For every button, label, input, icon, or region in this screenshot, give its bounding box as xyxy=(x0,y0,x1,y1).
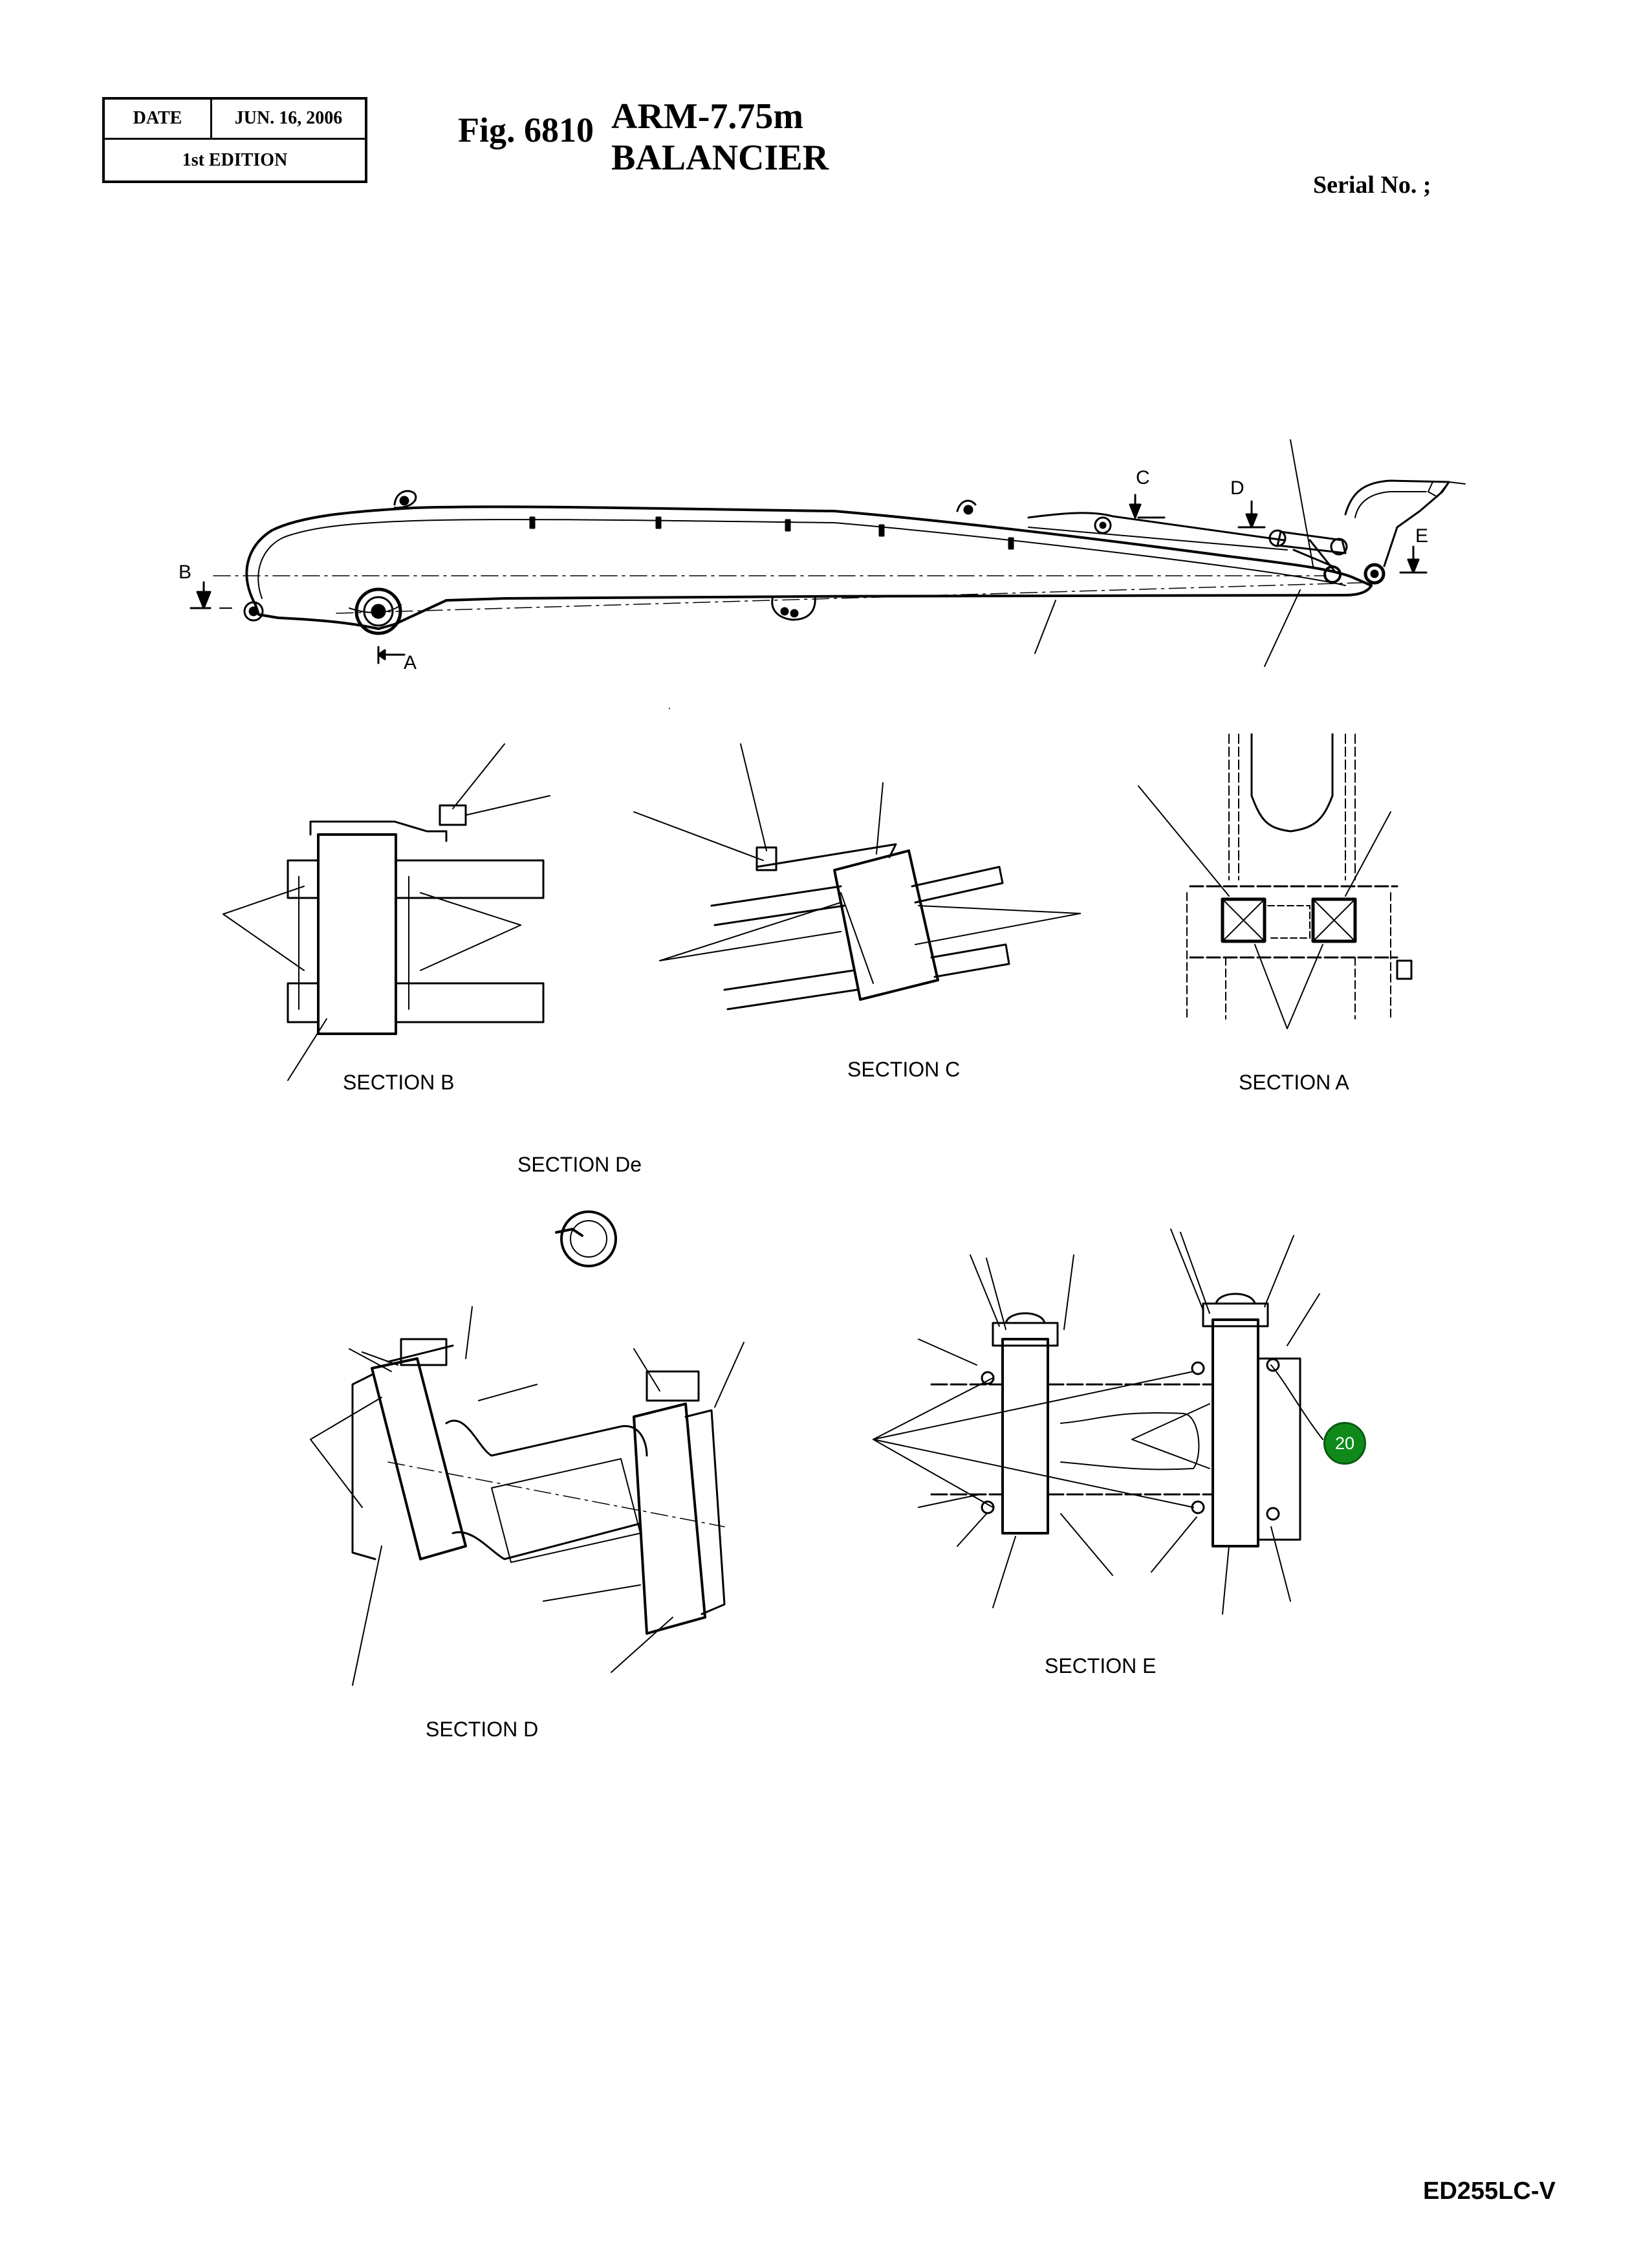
edition-label: 1st EDITION xyxy=(182,150,288,170)
model-code: ED255LC-V xyxy=(1423,2178,1556,2205)
section-e-drawing xyxy=(873,1229,1323,1615)
date-label: DATE xyxy=(105,100,212,138)
section-de-label: SECTION De xyxy=(517,1153,642,1176)
view-mark-d: D xyxy=(1230,477,1244,499)
section-b-drawing xyxy=(223,743,550,1081)
date-row: DATE JUN. 16, 2006 xyxy=(105,100,365,140)
section-a-label: SECTION A xyxy=(1239,1071,1349,1094)
arm-elevation xyxy=(190,439,1466,709)
view-mark-a: A xyxy=(404,652,417,673)
view-mark-c: C xyxy=(1136,467,1150,488)
date-edition-box: DATE JUN. 16, 2006 1st EDITION xyxy=(102,97,367,183)
date-value: JUN. 16, 2006 xyxy=(234,108,343,128)
view-mark-b: B xyxy=(179,562,192,583)
part-callout-marker[interactable]: 20 xyxy=(1323,1422,1366,1465)
section-d-drawing xyxy=(310,1306,744,1686)
section-de-drawing xyxy=(555,1210,617,1267)
view-mark-e: E xyxy=(1415,525,1429,547)
figure-title-english: ARM-7.75m xyxy=(611,96,804,137)
figure-title-french: BALANCIER xyxy=(611,138,829,178)
section-a-drawing xyxy=(1138,733,1413,1029)
section-c-drawing xyxy=(633,743,1081,1010)
section-d-label: SECTION D xyxy=(426,1718,539,1741)
figure-number: Fig. 6810 xyxy=(458,111,594,149)
section-e-label: SECTION E xyxy=(1045,1654,1157,1677)
section-c-label: SECTION C xyxy=(847,1058,961,1081)
serial-number: Serial No. ; xyxy=(1313,171,1431,199)
section-b-label: SECTION B xyxy=(343,1071,455,1094)
